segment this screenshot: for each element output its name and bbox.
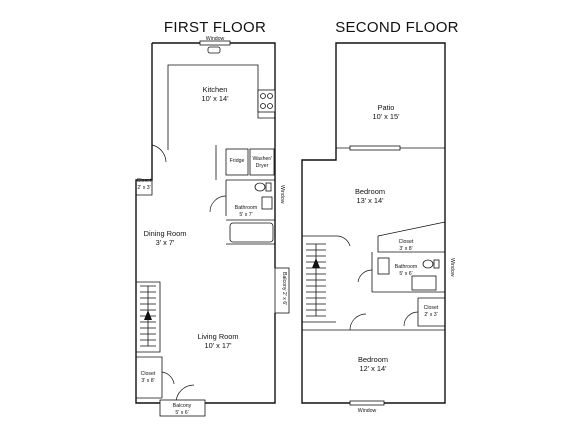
- kitchen-size: 10' x 14': [201, 94, 229, 103]
- second-floor-outer-walls: [301, 42, 446, 404]
- top-window-label: Window: [206, 36, 225, 42]
- bedroom2-size: 12' x 14': [359, 364, 387, 373]
- bath-sink-icon: [377, 257, 390, 275]
- washer-dryer-box: [249, 148, 275, 176]
- bathroom-door: [209, 195, 227, 213]
- closet-b-label: Closet: [141, 371, 156, 377]
- closet-label: Closet: [399, 239, 414, 245]
- kitchen-label: Kitchen: [203, 85, 228, 94]
- bathroom-walls: [371, 252, 445, 293]
- bedroom1-size: 13' x 14': [356, 196, 384, 205]
- shower-icon: [411, 275, 437, 291]
- stairs-box: [302, 235, 336, 323]
- dining-size: 3' x 7': [156, 238, 175, 247]
- side-balcony-label: Balcony 2' x 6': [281, 272, 287, 305]
- balcony-label: Balcony: [173, 403, 192, 409]
- balcony-size: 5' x 6': [175, 410, 188, 416]
- bedroom1-label: Bedroom: [355, 187, 385, 196]
- second-floor-plan: Patio 10' x 15' Bedroom 13' x 14' Closet…: [301, 42, 455, 414]
- patio-window: [349, 145, 401, 151]
- closet-b-walls: [136, 356, 163, 399]
- closet-a-door: [151, 144, 167, 163]
- top-window: [199, 40, 231, 46]
- patio-label: Patio: [378, 103, 395, 112]
- closet-size: 3' x 8': [399, 246, 412, 252]
- closet-b-door: [161, 371, 175, 385]
- stairs-treads: [306, 243, 326, 317]
- closet-b-size: 3' x 8': [141, 378, 154, 384]
- sink-icon: [207, 46, 221, 54]
- closet-a-walls: [136, 170, 153, 196]
- bedroom2-door: [349, 313, 367, 331]
- kitchen-counter: [167, 64, 275, 150]
- stairs-arrow-icon: [144, 310, 152, 320]
- toilet-icon: [254, 182, 266, 192]
- closet-small-label: Closet: [424, 305, 439, 311]
- hall-door: [335, 235, 351, 247]
- closet-small-size: 2' x 3': [424, 312, 437, 318]
- bathroom-walls: [225, 179, 275, 245]
- bathroom-size: 5' x 7': [239, 212, 252, 218]
- washer-label: Washer/: [252, 156, 272, 162]
- dining-label: Dining Room: [144, 229, 187, 238]
- closet-walls: [377, 221, 446, 253]
- bedroom2-label: Bedroom: [358, 355, 388, 364]
- first-floor-title: FIRST FLOOR: [164, 19, 266, 36]
- balcony-box: [159, 399, 206, 417]
- first-side-window: Window: [279, 185, 285, 204]
- bathroom-label: Bathroom: [235, 205, 258, 211]
- living-size: 10' x 17': [204, 341, 232, 350]
- closet-a-size: 2' x 3': [137, 185, 150, 191]
- toilet-icon: [422, 259, 434, 269]
- bathtub-icon: [229, 222, 274, 243]
- closet-small-door: [403, 311, 419, 327]
- dryer-label: Dryer: [256, 163, 269, 169]
- second-side-window: Window: [449, 258, 455, 277]
- stove-icon: [257, 89, 276, 113]
- bathroom-label: Bathroom: [395, 264, 418, 270]
- side-balcony: [274, 267, 290, 314]
- bottom-window-label: Window: [358, 408, 377, 414]
- closet-a-label: Closet: [137, 178, 152, 184]
- second-floor-title: SECOND FLOOR: [335, 19, 459, 36]
- bath-sink-icon: [261, 196, 273, 210]
- fridge-box: [225, 148, 249, 176]
- closet-small-walls: [417, 297, 445, 327]
- patio-size: 10' x 15': [372, 112, 400, 121]
- fridge-label: Fridge: [230, 158, 245, 164]
- stairs-arrow-icon: [312, 258, 320, 268]
- bottom-window: [349, 400, 385, 406]
- bathroom-size: 5' x 6': [399, 271, 412, 277]
- first-floor-outer-walls: [135, 42, 276, 404]
- living-label: Living Room: [197, 332, 238, 341]
- first-floor-plan: Window Kitchen 10' x 14' Fridge Washer/ …: [135, 36, 290, 417]
- stairs-box: [136, 281, 161, 353]
- bathroom-door: [357, 269, 373, 283]
